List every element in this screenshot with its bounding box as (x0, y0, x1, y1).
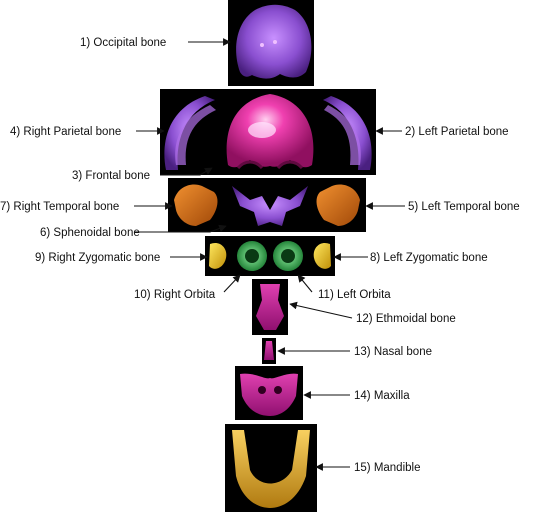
arrow-right-orbita (223, 274, 241, 293)
label-right-orbita: 10) Right Orbita (134, 289, 216, 301)
label-frontal-bone: 3) Frontal bone (72, 170, 150, 182)
right-zygomatic-bone-image (205, 236, 231, 276)
label-left-orbita: 11) Left Orbita (318, 289, 391, 301)
nasal-bone-image (262, 338, 276, 364)
label-ethmoidal-bone: 12) Ethmoidal bone (356, 313, 456, 325)
frontal-bone-image (220, 89, 320, 175)
label-right-parietal-bone: 4) Right Parietal bone (10, 126, 121, 138)
label-mandible: 15) Mandible (354, 462, 420, 474)
orbitae-image (231, 236, 309, 276)
label-maxilla: 14) Maxilla (354, 390, 410, 402)
label-left-zygomatic-bone: 8) Left Zygomatic bone (370, 252, 488, 264)
ethmoidal-bone-image (252, 279, 288, 335)
arrow-frontal (160, 167, 213, 176)
label-left-parietal-bone: 2) Left Parietal bone (405, 126, 509, 138)
label-occipital-bone: 1) Occipital bone (80, 37, 166, 49)
left-parietal-bone-image (320, 89, 376, 175)
left-temporal-bone-image (314, 178, 366, 232)
arrow-left-orbita (297, 274, 313, 293)
left-zygomatic-bone-image (309, 236, 335, 276)
label-right-zygomatic-bone: 9) Right Zygomatic bone (35, 252, 160, 264)
right-temporal-bone-image (168, 178, 224, 232)
label-nasal-bone: 13) Nasal bone (354, 346, 432, 358)
sphenoidal-bone-image (224, 178, 314, 232)
maxilla-bone-image (235, 366, 303, 420)
right-parietal-bone-image (160, 89, 220, 175)
occipital-bone-image (228, 0, 314, 86)
arrow-ethmoidal (289, 301, 353, 319)
mandible-bone-image (225, 424, 317, 512)
label-left-temporal-bone: 5) Left Temporal bone (408, 201, 520, 213)
label-right-temporal-bone: 7) Right Temporal bone (0, 201, 119, 213)
arrow-sphenoidal (134, 224, 227, 233)
label-sphenoidal-bone: 6) Sphenoidal bone (40, 227, 140, 239)
